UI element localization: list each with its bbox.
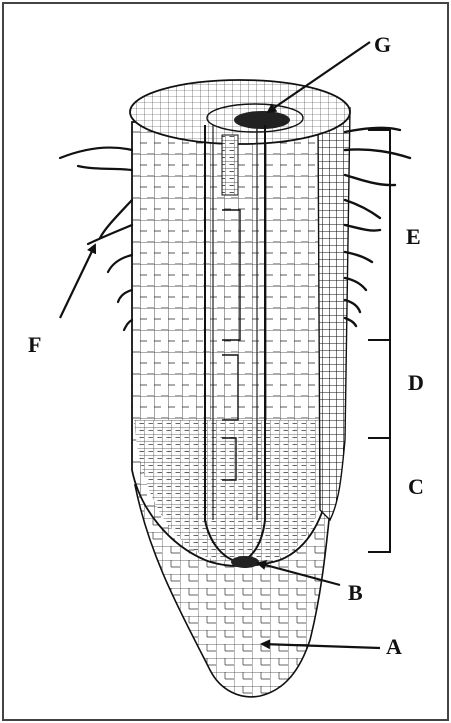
root-hairs-right xyxy=(345,128,410,326)
label-d: D xyxy=(408,370,424,395)
root-hairs-left xyxy=(60,148,132,330)
label-f: F xyxy=(28,332,41,357)
xylem-dense-top xyxy=(222,135,238,195)
root-cross-section xyxy=(130,80,350,144)
quiescent-center xyxy=(231,556,259,568)
bracket-d xyxy=(368,340,390,438)
zone-brackets xyxy=(368,130,390,552)
label-b: B xyxy=(348,580,363,605)
arrow-f xyxy=(60,245,95,318)
bracket-e xyxy=(368,130,390,340)
root-side-face xyxy=(318,108,350,520)
vascular-center-top xyxy=(234,111,290,129)
bracket-c xyxy=(368,438,390,552)
label-e: E xyxy=(406,224,421,249)
label-c: C xyxy=(408,474,424,499)
label-a: A xyxy=(386,634,402,659)
label-g: G xyxy=(374,32,391,57)
